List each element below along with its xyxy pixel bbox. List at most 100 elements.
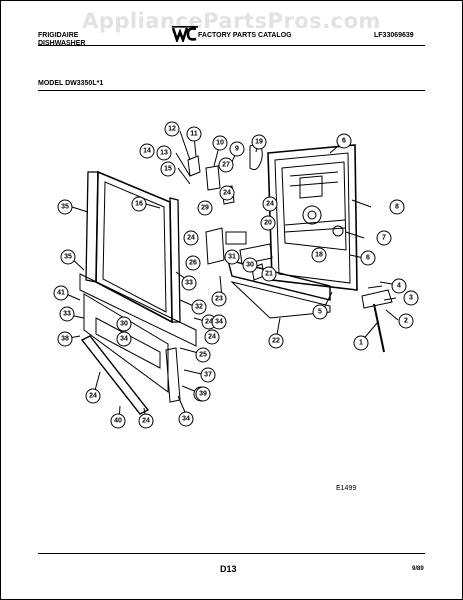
- callout-circle: [261, 266, 277, 282]
- callout-circle: [186, 126, 202, 142]
- callout-circle: [195, 386, 211, 402]
- callout-circle: [57, 199, 73, 215]
- callout-circle: [160, 161, 176, 177]
- callout-circle: [376, 230, 392, 246]
- callout-number: 25: [199, 352, 207, 359]
- callout-9: 9: [229, 141, 245, 157]
- callout-number: 26: [189, 260, 197, 267]
- callout-number: 31: [228, 254, 236, 261]
- callout-24-6: 24: [138, 413, 154, 429]
- callout-circle: [53, 285, 69, 301]
- callout-circle: [398, 313, 414, 329]
- callout-number: 1: [359, 340, 363, 347]
- callout-number: 23: [215, 296, 223, 303]
- callout-29: 29: [197, 200, 213, 216]
- callout-circle: [312, 304, 328, 320]
- callout-number: 34: [120, 336, 128, 343]
- header-rule: [38, 45, 425, 46]
- footer-rule: [38, 553, 425, 554]
- callout-circle: [156, 145, 172, 161]
- callout-number: 8: [395, 204, 399, 211]
- callout-number: 21: [265, 271, 273, 278]
- callout-circle: [391, 278, 407, 294]
- callout-circle: [183, 230, 199, 246]
- callout-34-3: 34: [178, 411, 194, 427]
- callout-35-2: 35: [60, 249, 76, 265]
- callout-24-5: 24: [85, 388, 101, 404]
- callout-number: 24: [208, 334, 216, 341]
- callout-number: 24: [223, 190, 231, 197]
- callout-number: 9: [235, 146, 239, 153]
- callout-30: 30: [242, 257, 258, 273]
- callout-circle: [360, 250, 376, 266]
- callout-circle: [185, 255, 201, 271]
- callout-number: 16: [135, 201, 143, 208]
- diagram-drawing: [63, 130, 399, 422]
- callout-25: 25: [195, 347, 211, 363]
- model-label: MODEL DW3350L*1: [38, 80, 104, 87]
- callout-24-3: 24: [183, 230, 199, 246]
- revision-date: 9/89: [412, 566, 424, 572]
- callout-number: 39: [199, 391, 207, 398]
- callout-circle: [204, 329, 220, 345]
- callout-circle: [139, 143, 155, 159]
- callout-number: 2: [404, 318, 408, 325]
- callout-circle: [60, 249, 76, 265]
- callout-26: 26: [185, 255, 201, 271]
- callout-number: 15: [164, 166, 172, 173]
- callout-10: 10: [212, 135, 228, 151]
- callout-circle: [262, 196, 278, 212]
- callout-circle: [138, 413, 154, 429]
- page-code: D13: [220, 564, 237, 574]
- callout-39: 39: [195, 386, 211, 402]
- callout-circle: [181, 275, 197, 291]
- callout-number: 41: [57, 290, 65, 297]
- callout-circle: [116, 331, 132, 347]
- callout-number: 11: [190, 131, 198, 138]
- callout-number: 37: [204, 372, 212, 379]
- callout-16: 16: [131, 196, 147, 212]
- callout-23: 23: [211, 291, 227, 307]
- callout-20: 20: [260, 215, 276, 231]
- callout-number: 30: [246, 262, 254, 269]
- callout-34-2: 34: [116, 331, 132, 347]
- callout-41: 41: [53, 285, 69, 301]
- callout-circle: [197, 200, 213, 216]
- callout-38: 38: [57, 331, 73, 347]
- callout-number: 24: [205, 319, 213, 326]
- brand-line-2: DISHWASHER: [38, 40, 86, 47]
- watermark: AppliancePartsPros.com: [82, 9, 381, 33]
- callout-number: 6: [366, 255, 370, 262]
- callout-circle: [211, 291, 227, 307]
- callout-4: 4: [391, 278, 407, 294]
- callout-circle: [212, 135, 228, 151]
- callout-number: 5: [318, 309, 322, 316]
- callout-number: 35: [64, 254, 72, 261]
- callout-circle: [59, 306, 75, 322]
- brand-block: FRIGIDAIRE DISHWASHER: [38, 32, 85, 48]
- callout-number: 24: [142, 418, 150, 425]
- callout-13: 13: [156, 145, 172, 161]
- callout-number: 24: [89, 393, 97, 400]
- callout-1: 1: [353, 335, 369, 351]
- callout-21: 21: [261, 266, 277, 282]
- callout-number: 35: [61, 204, 69, 211]
- catalog-title: FACTORY PARTS CATALOG: [198, 32, 292, 39]
- callout-number: 22: [272, 338, 280, 345]
- callout-circle: [164, 121, 180, 137]
- callout-3: 3: [403, 290, 419, 306]
- callout-number: 32: [195, 304, 203, 311]
- callout-number: 33: [63, 311, 71, 318]
- callout-circle: [389, 199, 405, 215]
- callout-circle: [200, 367, 216, 383]
- callout-number: 33: [185, 280, 193, 287]
- callout-circle: [242, 257, 258, 273]
- callout-6: 6: [360, 250, 376, 266]
- callout-circle: [110, 413, 126, 429]
- callout-circle: [311, 247, 327, 263]
- callout-circle: [224, 249, 240, 265]
- callout-2: 2: [398, 313, 414, 329]
- callout-33: 33: [181, 275, 197, 291]
- callout-33-2: 33: [59, 306, 75, 322]
- callout-circle: [353, 335, 369, 351]
